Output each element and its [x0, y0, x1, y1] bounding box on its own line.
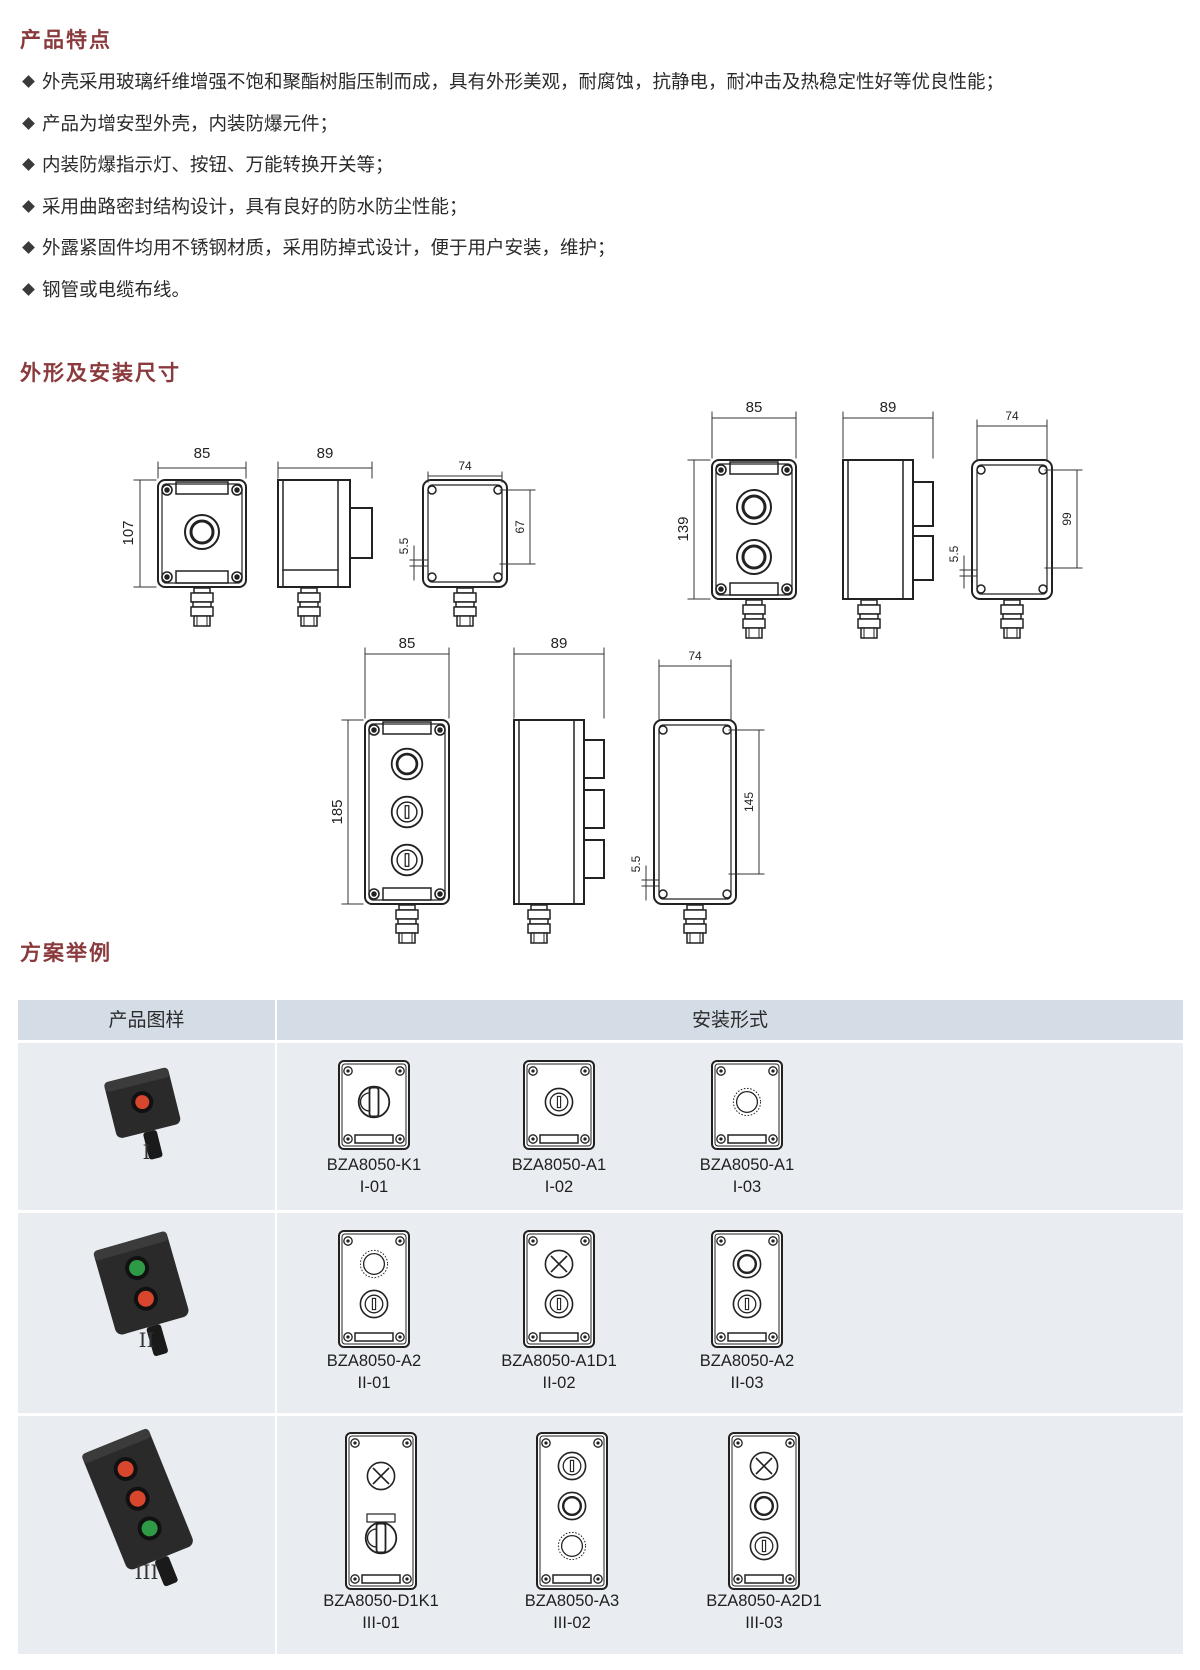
enclosure-2-front-view [711, 459, 797, 639]
bullet-diamond-icon [22, 241, 35, 254]
enclosure-3-front-view [364, 719, 450, 944]
dim-hole-2: 5.5 [947, 545, 961, 562]
dimension-drawings: 85 89 74 107 67 5.5 85 89 74 139 99 5.5 … [120, 399, 1083, 944]
dim-hole-3: 5.5 [629, 855, 643, 872]
dim-width-2: 85 [746, 399, 763, 416]
dim-depth-3: 89 [551, 635, 568, 652]
layout-diagram-II-02 [523, 1230, 595, 1348]
feature-item: 外壳采用玻璃纤维增强不饱和聚酯树脂压制而成，具有外形美观，耐腐蚀，抗静电，耐冲击… [20, 62, 1170, 104]
feature-item: 采用曲路密封结构设计，具有良好的防水防尘性能； [20, 187, 1170, 229]
enclosure-1-back-view [422, 479, 508, 627]
feature-item: 产品为增安型外壳，内装防爆元件； [20, 104, 1170, 146]
layout-diagram-II-01 [338, 1230, 410, 1348]
product-photo-III [82, 1428, 193, 1587]
dim-width-3: 85 [399, 635, 416, 652]
dim-back-height-3: 145 [742, 792, 756, 812]
bullet-diamond-icon [22, 75, 35, 88]
layout-diagram-I-03 [711, 1060, 783, 1150]
red-lamp-icon [117, 1461, 134, 1478]
layout-diagram-I-02 [523, 1060, 595, 1150]
dim-height-3: 185 [329, 799, 346, 824]
enclosure-3-back-view [653, 719, 737, 944]
green-lamp-icon [141, 1520, 158, 1537]
scheme-table: 产品图样 安装形式 I II [18, 1000, 1183, 1654]
header-install: 安装形式 [691, 1009, 768, 1031]
layout-diagram-III-01 [345, 1432, 417, 1590]
green-lamp-icon [129, 1259, 146, 1276]
dim-hole-1: 5.5 [397, 537, 411, 554]
bullet-diamond-icon [22, 158, 35, 171]
product-photo-II [93, 1231, 189, 1356]
product-photo-I [104, 1067, 181, 1160]
enclosure-1-side-view [277, 479, 373, 627]
enclosure-1-front-view [157, 479, 247, 627]
dim-height-1: 107 [120, 520, 137, 545]
schemes-title: 方案举例 [20, 941, 112, 965]
red-lamp-icon [137, 1290, 154, 1307]
dim-depth-2: 89 [880, 399, 897, 416]
table-row [18, 1213, 1183, 1413]
layout-diagram-II-03 [711, 1230, 783, 1348]
feature-item: 钢管或电缆布线。 [20, 270, 1170, 312]
enclosure-2-back-view [971, 459, 1053, 639]
layout-diagram-III-03 [728, 1432, 800, 1590]
dimensions-title: 外形及安装尺寸 [20, 361, 181, 385]
dim-back-width-2: 74 [1005, 409, 1019, 423]
table-header: 产品图样 安装形式 [18, 1000, 1183, 1040]
dim-width-1: 85 [194, 445, 211, 462]
dim-back-width-3: 74 [688, 649, 702, 663]
dim-depth-1: 89 [317, 445, 334, 462]
dim-back-height-2: 99 [1060, 512, 1074, 526]
table-row [18, 1040, 1183, 1210]
layout-diagram-III-02 [536, 1432, 608, 1590]
layout-diagram-I-01 [338, 1060, 410, 1150]
row-label-I: I [142, 1140, 151, 1164]
enclosure-3-side-view [513, 719, 605, 944]
feature-item: 外露紧固件均用不锈钢材质，采用防掉式设计，便于用户安装，维护； [20, 228, 1170, 270]
dim-back-width-1: 74 [458, 459, 472, 473]
bullet-diamond-icon [22, 116, 35, 130]
feature-item: 内装防爆指示灯、按钮、万能转换开关等； [20, 145, 1170, 187]
bullet-diamond-icon [22, 282, 35, 296]
dim-back-height-1: 67 [513, 520, 527, 534]
bullet-diamond-icon [22, 199, 35, 213]
features-title: 产品特点 [20, 28, 112, 52]
red-lamp-icon [135, 1095, 150, 1110]
row-label-II: II [138, 1328, 155, 1352]
header-product: 产品图样 [108, 1009, 185, 1031]
feature-list: 外壳采用玻璃纤维增强不饱和聚酯树脂压制而成，具有外形美观，耐腐蚀，抗静电，耐冲击… [20, 62, 1170, 311]
enclosure-2-side-view [842, 459, 934, 639]
dim-height-2: 139 [675, 516, 692, 541]
row-label-III: III [134, 1560, 159, 1584]
red-lamp-icon [129, 1490, 146, 1507]
